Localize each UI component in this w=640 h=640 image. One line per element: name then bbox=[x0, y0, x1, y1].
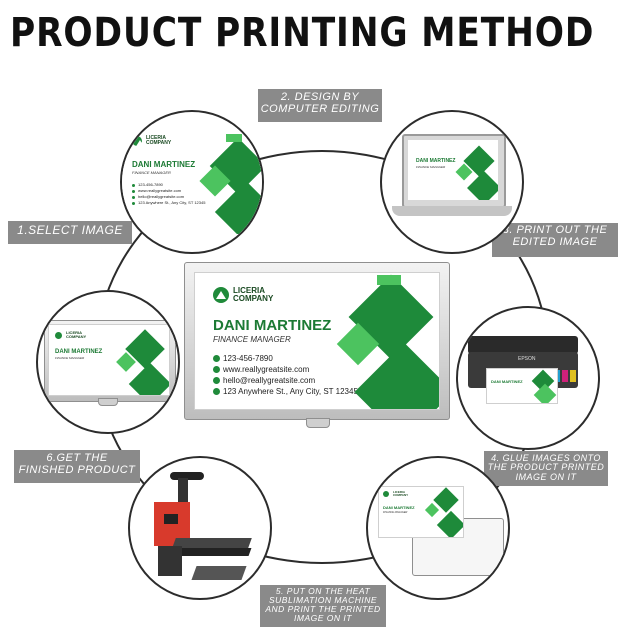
step-3-circle: EPSON DANI MARTINEZ bbox=[456, 306, 600, 450]
step-1-label: 1.SELECT IMAGE bbox=[8, 221, 132, 244]
step-5-circle bbox=[128, 456, 272, 600]
page-title: PRODUCT PRINTING METHOD bbox=[10, 10, 595, 56]
card-website: www.reallygreatsite.com bbox=[223, 365, 310, 374]
business-card-main: LICERIA COMPANY DANI MARTINEZ FINANCE MA… bbox=[194, 272, 440, 410]
card-address: 123 Anywhere St., Any City, ST 12345 bbox=[223, 387, 358, 396]
card-holder-clip bbox=[306, 418, 330, 428]
web-icon bbox=[213, 366, 220, 373]
company-logo-icon bbox=[132, 136, 145, 148]
email-icon bbox=[213, 377, 220, 384]
laptop-base bbox=[392, 206, 512, 216]
phone-icon bbox=[213, 355, 220, 362]
card-email: hello@reallygreatsite.com bbox=[223, 376, 316, 385]
printer-icon bbox=[468, 336, 578, 354]
company-logo-icon bbox=[213, 287, 229, 303]
card-role: FINANCE MANAGER bbox=[213, 335, 291, 344]
step-2-circle: DANI MARTINEZ FINANCE MANAGER bbox=[380, 110, 524, 254]
laptop-screen: DANI MARTINEZ FINANCE MANAGER bbox=[402, 134, 506, 208]
location-icon bbox=[213, 388, 220, 395]
card-name: DANI MARTINEZ bbox=[213, 317, 332, 334]
card-phone: 123-456-7890 bbox=[223, 354, 273, 363]
printed-card: DANI MARTINEZ bbox=[486, 368, 558, 404]
printer-brand: EPSON bbox=[518, 356, 536, 362]
